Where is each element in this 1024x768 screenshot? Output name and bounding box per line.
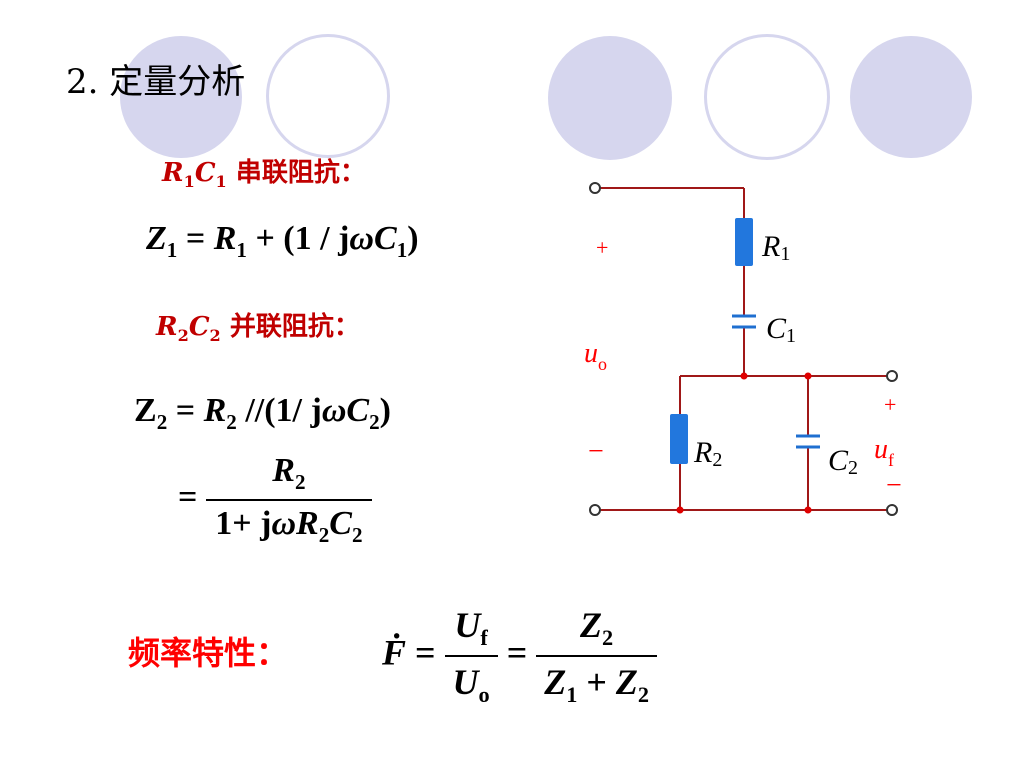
terminal-top-right [886, 370, 898, 382]
c2-label: C2 [828, 444, 858, 479]
uo-label: uo [584, 338, 607, 374]
terminal-bottom-left [589, 504, 601, 516]
frequency-characteristic-label: 频率特性： [128, 634, 289, 672]
minus-right: − [886, 470, 902, 501]
z-ratio-frac: Z2 Z1 + Z2 [536, 604, 658, 708]
uf-uo-frac: Uf Uo [444, 604, 498, 708]
frequency-equation: Ḟ = Uf Uo = Z2 Z1 + Z2 [382, 604, 658, 708]
uf-label: uf [874, 434, 894, 470]
plus-right: + [884, 392, 896, 417]
decorative-circle [850, 36, 972, 158]
r1-label: R1 [761, 230, 790, 265]
series-impedance-label: R1C1 串联阻抗： [162, 158, 366, 192]
plus-left: + [596, 235, 608, 260]
decorative-ring [266, 34, 390, 158]
slide-title: 2. 定量分析 [66, 62, 246, 102]
decorative-ring [704, 34, 830, 160]
parallel-impedance-label: R2C2 并联阻抗： [156, 312, 360, 346]
terminal-top-left [589, 182, 601, 194]
z1-equation: Z1 = R1 + (1 / jωC1) [146, 220, 419, 262]
c1-label: C1 [766, 312, 796, 347]
terminal-bottom-right [886, 504, 898, 516]
r2-label: R2 [693, 436, 722, 471]
z2-fraction: = R2 1+ jωR2C2 [178, 452, 372, 548]
z2-equation: Z2 = R2 //(1/ jωC2) [134, 392, 391, 434]
decorative-circle [548, 36, 672, 160]
series-label-text: 串联阻抗： [235, 158, 366, 188]
decorative-circle [120, 36, 242, 158]
resistor-r1 [735, 218, 753, 266]
minus-left: − [588, 436, 604, 467]
parallel-label-text: 并联阻抗： [229, 312, 360, 342]
resistor-r2 [670, 414, 688, 464]
z2-frac: R2 1+ jωR2C2 [205, 452, 372, 548]
